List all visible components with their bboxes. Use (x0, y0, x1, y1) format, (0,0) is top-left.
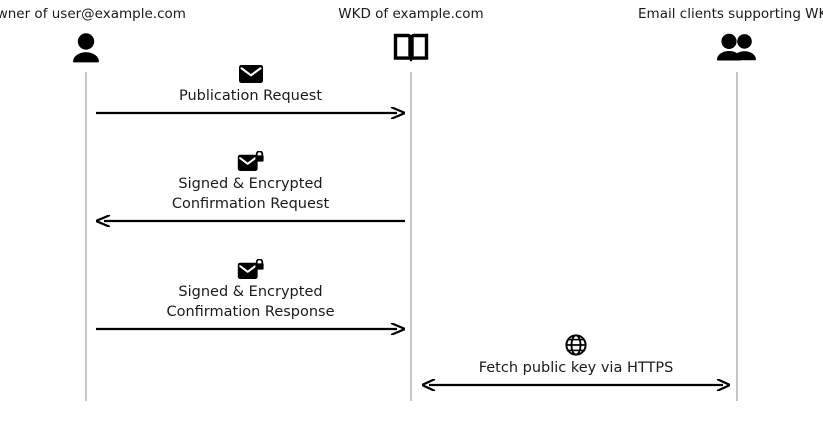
message-confirmation-request: Signed & Encrypted Confirmation Request (96, 150, 405, 227)
actor-wkd: WKD of example.com (281, 6, 541, 64)
actor-owner: Owner of user@example.com (0, 6, 216, 64)
arrow-publication-request (96, 107, 405, 119)
message-fetch-public-key: Fetch public key via HTTPS (422, 334, 730, 391)
person-icon (0, 32, 216, 64)
arrow-confirmation-response (96, 323, 405, 335)
message-publication-request-label: Publication Request (178, 88, 323, 104)
book-icon (281, 32, 541, 64)
lifeline-clients (736, 72, 738, 401)
message-confirmation-response: Signed & Encrypted Confirmation Response (96, 258, 405, 335)
envelope-lock-icon (96, 258, 405, 280)
lifeline-owner (85, 72, 87, 401)
arrow-fetch-public-key (422, 379, 730, 391)
actor-owner-label: Owner of user@example.com (0, 6, 186, 22)
message-confirmation-request-label: Signed & Encrypted Confirmation Request (171, 176, 330, 212)
arrow-confirmation-request (96, 215, 405, 227)
message-confirmation-response-label: Signed & Encrypted Confirmation Response (166, 284, 335, 320)
envelope-lock-icon (96, 150, 405, 172)
actor-clients: Email clients supporting WKS (607, 6, 823, 64)
actor-clients-label: Email clients supporting WKS (638, 6, 823, 22)
lifeline-wkd (410, 72, 412, 401)
globe-icon (422, 334, 730, 356)
envelope-icon (96, 62, 405, 84)
users-icon (607, 32, 823, 64)
actor-wkd-label: WKD of example.com (338, 6, 484, 22)
message-publication-request: Publication Request (96, 62, 405, 119)
message-fetch-public-key-label: Fetch public key via HTTPS (478, 360, 674, 376)
